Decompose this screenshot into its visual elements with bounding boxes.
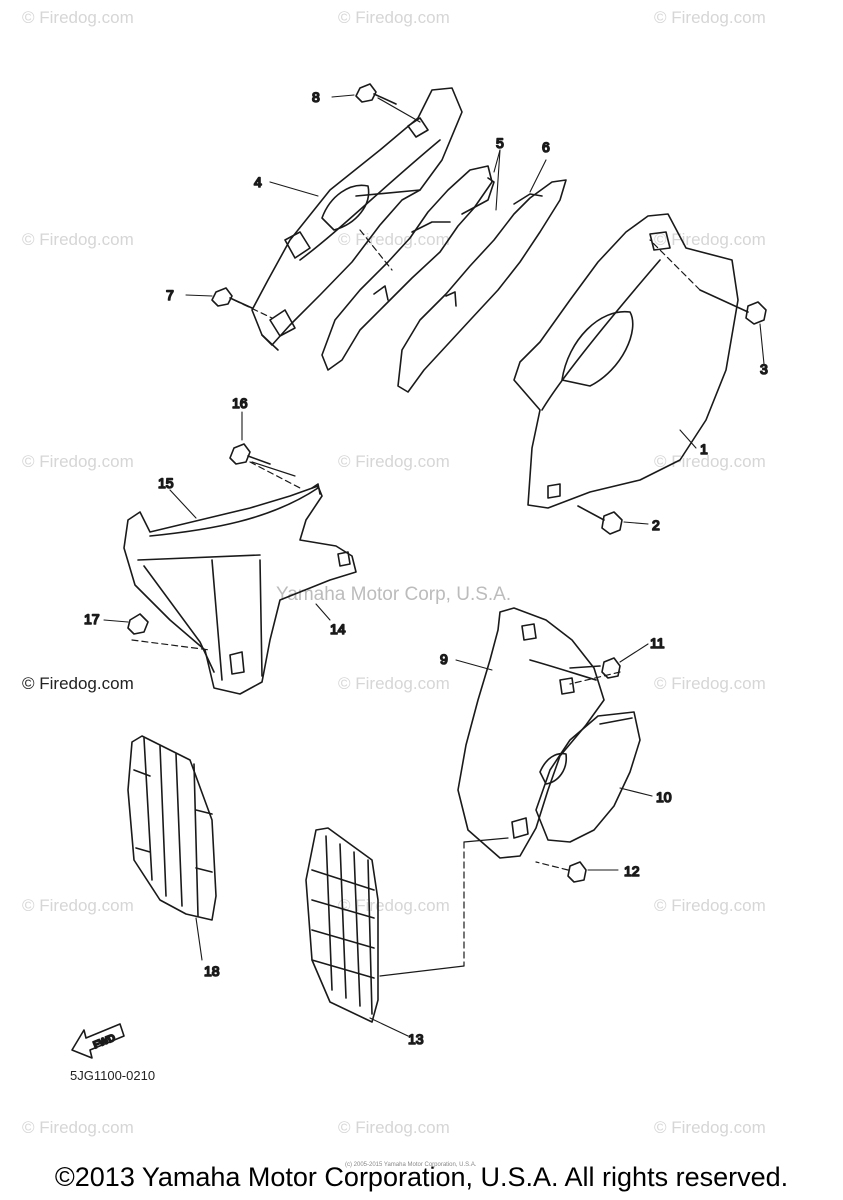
bolt-7: [211, 287, 253, 309]
bolt-16: [229, 443, 271, 465]
callout-8: 8: [312, 89, 320, 105]
parts-diagram: 8 4 5 6 7 3 1 2 16 15 14 17 9 11 10 12 1…: [71, 83, 769, 1059]
watermark: © Firedog.com: [338, 896, 450, 915]
callout-9: 9: [440, 651, 448, 667]
watermark: © Firedog.com: [338, 674, 450, 693]
callout-7: 7: [166, 287, 174, 303]
watermark: © Firedog.com: [22, 8, 134, 27]
callout-13: 13: [408, 1031, 424, 1047]
bolt-17: [127, 613, 149, 635]
watermark: © Firedog.com: [338, 1118, 450, 1137]
watermark-primary: © Firedog.com: [22, 674, 134, 693]
watermark: © Firedog.com: [654, 896, 766, 915]
part-5-panel: [321, 165, 493, 371]
bolt-12: [567, 861, 587, 883]
watermark: © Firedog.com: [654, 8, 766, 27]
bolt-8: [355, 83, 397, 105]
fwd-arrow-icon: FWD: [71, 1023, 125, 1059]
callout-4: 4: [254, 174, 262, 190]
part-13-radiator-grille: [305, 827, 379, 1023]
callout-1: 1: [700, 441, 708, 457]
bolt-11: [569, 657, 621, 679]
leader-lines: [103, 94, 765, 1037]
watermark: © Firedog.com: [22, 452, 134, 471]
tiny-copyright: (c) 2005-2015 Yamaha Motor Corporation, …: [345, 1162, 477, 1168]
callout-3: 3: [760, 361, 768, 377]
callout-17: 17: [84, 611, 100, 627]
part-4-side-cover: [251, 87, 463, 351]
part-9-side-cover: [457, 607, 605, 859]
watermark: © Firedog.com: [338, 8, 450, 27]
part-15-shroud: [123, 483, 357, 695]
callout-5: 5: [496, 135, 504, 151]
watermark: © Firedog.com: [22, 896, 134, 915]
callout-6: 6: [542, 139, 550, 155]
callout-10: 10: [656, 789, 672, 805]
part-6-panel: [397, 177, 567, 393]
watermark: © Firedog.com: [338, 452, 450, 471]
copyright-footer: ©2013 Yamaha Motor Corporation, U.S.A. A…: [54, 1162, 789, 1192]
watermark: © Firedog.com: [22, 230, 134, 249]
part-18-radiator-guard: [127, 735, 217, 921]
center-watermark: Yamaha Motor Corp, U.S.A.: [276, 584, 512, 605]
diagram-code: 5JG1100-0210: [70, 1068, 156, 1083]
callout-2: 2: [652, 517, 660, 533]
watermark: © Firedog.com: [654, 1118, 766, 1137]
watermark: © Firedog.com: [654, 230, 766, 249]
callout-15: 15: [158, 475, 174, 491]
callout-18: 18: [204, 963, 220, 979]
watermark: © Firedog.com: [654, 674, 766, 693]
part-10-inner-cover: [535, 711, 641, 843]
bolt-3: [699, 289, 767, 325]
callout-11: 11: [650, 635, 665, 651]
callout-12: 12: [624, 863, 640, 879]
watermark: © Firedog.com: [22, 1118, 134, 1137]
bolt-2: [577, 505, 623, 535]
callout-16: 16: [232, 395, 248, 411]
assembly-lines: [131, 97, 701, 977]
part-1-side-cover: [513, 213, 739, 509]
callout-14: 14: [330, 621, 346, 637]
